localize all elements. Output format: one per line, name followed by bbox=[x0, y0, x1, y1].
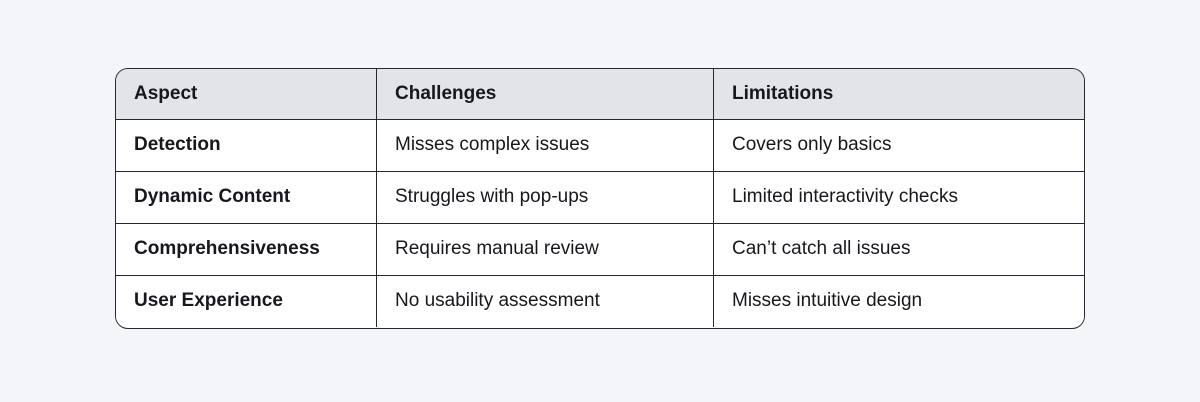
cell-challenge: No usability assessment bbox=[377, 276, 714, 327]
table-header-row: Aspect Challenges Limitations bbox=[116, 69, 1084, 120]
table-row-dynamic-content: Dynamic Content Struggles with pop-ups L… bbox=[116, 172, 1084, 224]
header-cell-challenges: Challenges bbox=[377, 69, 714, 119]
header-cell-aspect: Aspect bbox=[116, 69, 377, 119]
cell-aspect: Detection bbox=[116, 120, 377, 171]
cell-limitation: Can’t catch all issues bbox=[732, 238, 911, 260]
cell-aspect: Comprehensiveness bbox=[116, 224, 377, 275]
table-row-detection: Detection Misses complex issues Covers o… bbox=[116, 120, 1084, 172]
cell-challenge: Misses complex issues bbox=[377, 120, 714, 171]
cell-challenge: Requires manual review bbox=[377, 224, 714, 275]
comparison-table: Aspect Challenges Limitations Detection … bbox=[115, 68, 1085, 329]
table-row-comprehensiveness: Comprehensiveness Requires manual review… bbox=[116, 224, 1084, 276]
cell-aspect: User Experience bbox=[116, 276, 377, 327]
cell-limitation: Limited interactivity checks bbox=[732, 186, 958, 208]
table-row-user-experience: User Experience No usability assessment … bbox=[116, 276, 1084, 327]
cell-limitation: Covers only basics bbox=[732, 134, 892, 156]
header-cell-limitations: Limitations bbox=[732, 82, 834, 104]
cell-limitation: Misses intuitive design bbox=[732, 290, 923, 312]
cell-aspect: Dynamic Content bbox=[116, 172, 377, 223]
cell-challenge: Struggles with pop-ups bbox=[377, 172, 714, 223]
